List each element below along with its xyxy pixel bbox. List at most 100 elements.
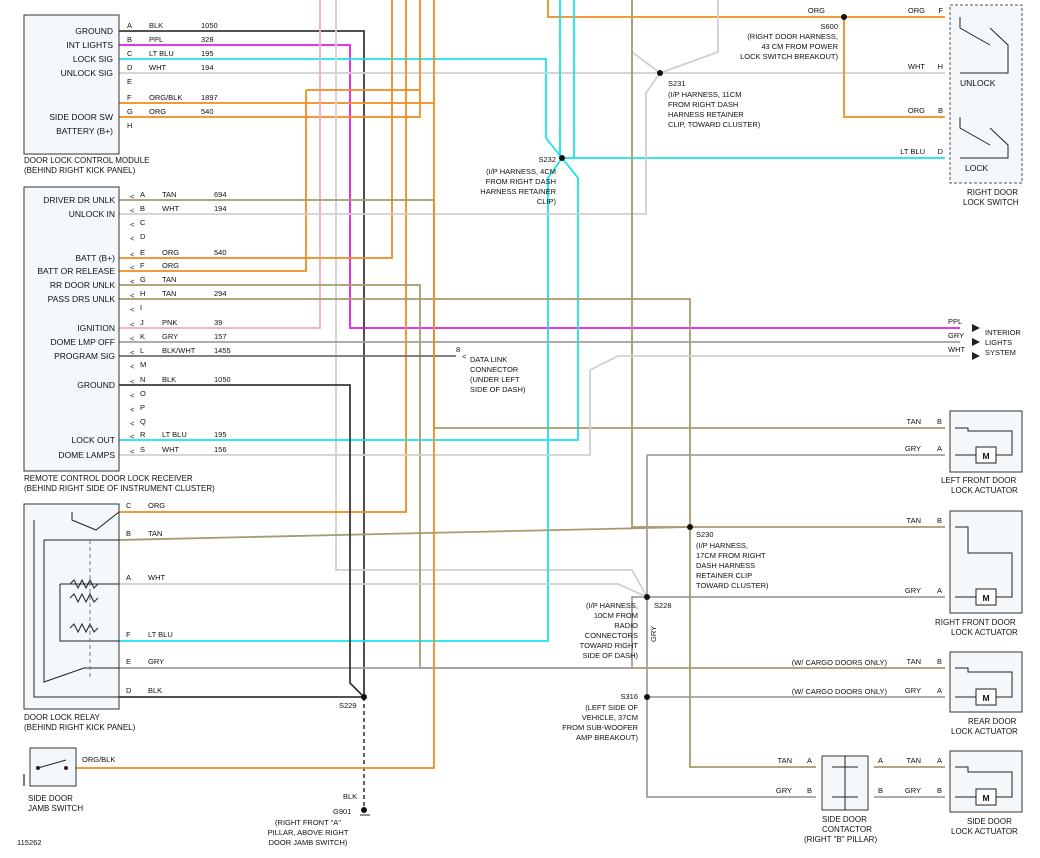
rcdlr-pin-letter-6: G xyxy=(140,275,146,284)
gry-vertical-label: GRY xyxy=(649,626,658,642)
dlcm-pin-circuit-2: 195 xyxy=(201,49,214,58)
rcdlr-subtitle: (BEHIND RIGHT SIDE OF INSTRUMENT CLUSTER… xyxy=(24,484,215,493)
actuator-3-circuit xyxy=(955,766,1013,798)
unlock-label: UNLOCK xyxy=(960,78,996,88)
actuator-3-pin-1: B xyxy=(937,786,942,795)
dlc-pin: 8 xyxy=(456,345,460,354)
dlc-arrow: < xyxy=(462,352,467,361)
rcdlr-pin-circuit-10: 157 xyxy=(214,332,227,341)
relay-pin-color-1: TAN xyxy=(148,529,162,538)
rcdlr-pin-letter-15: P xyxy=(140,403,145,412)
dlcm-pin-letter-7: H xyxy=(127,121,132,130)
rcdlr-pin-label-11: PROGRAM SIG xyxy=(54,351,115,361)
dlc-note-line-1: CONNECTOR xyxy=(470,365,519,374)
contactor-location: (RIGHT "B" PILLAR) xyxy=(804,835,877,844)
actuator-1-pin-1: A xyxy=(937,586,942,595)
s600-note-line-2: LOCK SWITCH BREAKOUT) xyxy=(740,52,838,61)
relay-pin-color-5: BLK xyxy=(148,686,162,695)
wire-dlcm-side-door-sw-org xyxy=(119,0,421,118)
g901-id: G901 xyxy=(333,807,351,816)
dlcm-pin-color-0: BLK xyxy=(149,21,163,30)
s231-dot xyxy=(657,70,663,76)
g901-note-line-1: PILLAR, ABOVE RIGHT xyxy=(268,828,349,837)
rcdlr-pin-label-13: GROUND xyxy=(77,380,115,390)
dlcm-pin-letter-0: A xyxy=(127,21,132,30)
actuator-1-pin-0: B xyxy=(937,516,942,525)
s231-note-line-2: HARNESS RETAINER xyxy=(668,110,744,119)
rcdlr-pin-arrow-13: < xyxy=(130,377,135,386)
contactor-pin-in-1: B xyxy=(807,786,812,795)
actuator-1-motor xyxy=(975,588,997,606)
s232-note-line-1: FROM RIGHT DASH xyxy=(486,177,556,186)
contactor-pin-out-1: B xyxy=(878,786,883,795)
rcdlr-pin-arrow-17: < xyxy=(130,432,135,441)
rcdlr-pin-circuit-4: 540 xyxy=(214,248,227,257)
relay-pin-letter-1: B xyxy=(126,529,131,538)
rcdlr-pin-color-4: ORG xyxy=(162,248,179,257)
relay-pin-letter-5: D xyxy=(126,686,132,695)
relay-subtitle: (BEHIND RIGHT KICK PANEL) xyxy=(24,723,136,732)
wire-wht-dome-lamps xyxy=(119,355,960,456)
s231-note-line-3: CLIP, TOWARD CLUSTER) xyxy=(668,120,761,129)
rcdlr-pin-letter-13: N xyxy=(140,375,145,384)
s228-note-line-3: CONNECTORS xyxy=(585,631,638,640)
dlcm-pin-letter-5: F xyxy=(127,93,132,102)
relay-coil-3 xyxy=(69,622,99,634)
relay-coil-1 xyxy=(69,578,99,590)
interior-arrow-2 xyxy=(972,352,980,360)
rcdlr-pin-letter-3: D xyxy=(140,232,146,241)
s228-id: S228 xyxy=(654,601,672,610)
relay-coil-2 xyxy=(69,592,99,604)
actuator-0-motor xyxy=(975,446,997,464)
rcdlr-pin-color-6: TAN xyxy=(162,275,176,284)
s231-id: S231 xyxy=(668,79,686,88)
contactor-color-in-0: TAN xyxy=(778,756,792,765)
dlcm-pin-label-3: UNLOCK SIG xyxy=(61,68,113,78)
actuator-3-subtitle: LOCK ACTUATOR xyxy=(951,727,1018,736)
wire-dlcm-int-lights-ppl xyxy=(119,44,960,329)
actuator-3-pin-0: A xyxy=(937,756,942,765)
rcdlr-pin-arrow-14: < xyxy=(130,391,135,400)
dlc-note-line-0: DATA LINK xyxy=(470,355,507,364)
dlcm-pin-circuit-3: 194 xyxy=(201,63,214,72)
dlcm-pin-circuit-6: 540 xyxy=(201,107,214,116)
s228-dot xyxy=(644,594,650,600)
s316-dot xyxy=(644,694,650,700)
wire-org-e xyxy=(119,0,393,259)
rcdlr-pin-label-9: IGNITION xyxy=(77,323,115,333)
s232-id: S232 xyxy=(538,155,556,164)
actuator-1-color-0: TAN xyxy=(907,516,921,525)
s316-note-line-0: (LEFT SIDE OF xyxy=(585,703,638,712)
rcdlr-pin-letter-0: A xyxy=(140,190,145,199)
rcdlr-pin-letter-16: Q xyxy=(140,417,146,426)
actuator-2-color-0: TAN xyxy=(907,657,921,666)
s230-id: S230 xyxy=(696,530,714,539)
s230-note-line-2: DASH HARNESS xyxy=(696,561,755,570)
relay-pin-letter-0: C xyxy=(126,501,132,510)
jamb-switch-blade xyxy=(37,759,67,769)
rcdlr-pin-letter-4: E xyxy=(140,248,145,257)
actuator-2-motor xyxy=(975,688,997,706)
wire-tan-relay-b xyxy=(118,526,691,541)
relay-pin-color-3: LT BLU xyxy=(148,630,173,639)
relay-pin-letter-4: E xyxy=(126,657,131,666)
rcdlr-pin-circuit-1: 194 xyxy=(214,204,227,213)
actuator-2-color-1: GRY xyxy=(905,686,921,695)
g901-wire-color: BLK xyxy=(343,792,357,801)
actuator-2-pin-0: B xyxy=(937,657,942,666)
wire-orgblk-jamb xyxy=(76,103,435,769)
s228-note-line-1: 10CM FROM xyxy=(594,611,638,620)
lock-switch-pin-0: F xyxy=(938,6,943,15)
actuator-2-subtitle: LOCK ACTUATOR xyxy=(951,628,1018,637)
s229-label: S229 xyxy=(339,701,357,710)
rcdlr-pin-letter-9: J xyxy=(140,318,144,327)
lock-switch-color-0: ORG xyxy=(908,6,925,15)
interior-note-line-2: SYSTEM xyxy=(985,348,1016,357)
contactor-subtitle: CONTACTOR xyxy=(822,825,872,834)
actuator-3-motor-label: M xyxy=(982,793,989,803)
right-door-lock-switch xyxy=(949,4,1023,184)
rcdlr-pin-arrow-4: < xyxy=(130,250,135,259)
